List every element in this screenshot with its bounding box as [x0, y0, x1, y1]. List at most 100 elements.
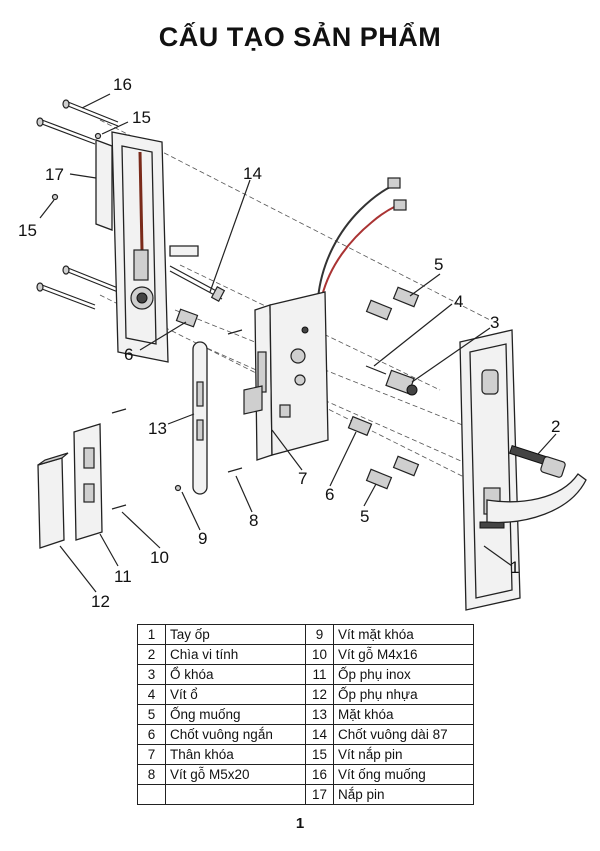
part-number: 4	[137, 684, 166, 705]
screw-16-second	[36, 117, 96, 145]
callout-11: 11	[114, 567, 132, 586]
part-name: Thân khóa	[165, 744, 306, 765]
part-number: 7	[137, 744, 166, 765]
screw-16-third	[62, 265, 119, 293]
callout-8: 8	[249, 511, 258, 530]
strike-plate	[73, 423, 103, 541]
part-name: Ống muống	[165, 704, 306, 725]
callout-14: 14	[243, 164, 262, 183]
lock-screw-bottom	[227, 467, 243, 473]
part-name: Vít gỗ M5x20	[165, 764, 306, 785]
table-row: 1 Tay ốp 9 Vít mặt khóa	[137, 624, 474, 645]
part-number: 15	[305, 744, 334, 765]
long-spindle	[169, 265, 226, 302]
part-name: Vít ổ	[165, 684, 306, 705]
part-number: 11	[305, 664, 334, 685]
short-spindle-left	[175, 308, 199, 328]
strike-box	[37, 452, 69, 549]
table-row: 7 Thân khóa 15 Vít nắp pin	[137, 744, 474, 765]
callout-10: 10	[150, 548, 169, 567]
part-number: 2	[137, 644, 166, 665]
part-name: Ốp phụ nhựa	[333, 684, 474, 705]
callout-15-top: 15	[132, 108, 151, 127]
key	[509, 445, 566, 478]
battery-cover-screw-left	[51, 193, 59, 201]
table-row: 6 Chốt vuông ngắn 14 Chốt vuông dài 87	[137, 724, 474, 745]
callout-2: 2	[551, 417, 560, 436]
outer-handle-escutcheon	[459, 329, 587, 611]
table-row: 8 Vít gỗ M5x20 16 Vít ống muống	[137, 764, 474, 785]
callout-5-top: 5	[434, 255, 443, 274]
table-row: 2 Chìa vi tính 10 Vít gỗ M4x16	[137, 644, 474, 665]
part-name: Ốp phụ inox	[333, 664, 474, 685]
part-name: Nắp pin	[333, 784, 474, 805]
page-number: 1	[295, 815, 305, 832]
part-number: 3	[137, 664, 166, 685]
callout-1: 1	[510, 558, 519, 577]
exploded-lock-diagram: 16 15 17 15 14 5 4 3 2 6 13 7 6 5 9 8 10…	[18, 75, 587, 611]
callout-6-right: 6	[325, 485, 334, 504]
battery-cover-screw	[94, 132, 102, 140]
spacer-top-a	[392, 286, 420, 308]
callout-13: 13	[148, 419, 167, 438]
callout-9: 9	[198, 529, 207, 548]
short-spindle-right	[347, 415, 373, 437]
wire-harness	[317, 177, 407, 299]
part-name: Ổ khóa	[165, 664, 306, 685]
inner-escutcheon	[111, 131, 199, 363]
part-number: 10	[305, 644, 334, 665]
callout-15-left: 15	[18, 221, 37, 240]
page-title: CẤU TẠO SẢN PHẨM	[158, 22, 442, 52]
callout-5-bottom: 5	[360, 507, 369, 526]
callout-17: 17	[45, 165, 64, 184]
part-number: 17	[305, 784, 334, 805]
part-name: Vít nắp pin	[333, 744, 474, 765]
part-number: 5	[137, 704, 166, 725]
part-number: 6	[137, 724, 166, 745]
spacer-top-b	[365, 299, 393, 321]
battery-cover	[95, 139, 113, 231]
part-name: Chốt vuông dài 87	[333, 724, 474, 745]
callout-7: 7	[298, 469, 307, 488]
spacer-bottom-a	[392, 455, 420, 477]
part-number: 16	[305, 764, 334, 785]
screw-16-fourth	[36, 282, 96, 310]
part-number: 9	[305, 624, 334, 645]
part-number: 1	[137, 624, 166, 645]
part-name: Vít gỗ M4x16	[333, 644, 474, 665]
table-row: 4 Vít ổ 12 Ốp phụ nhựa	[137, 684, 474, 705]
table-row: 3 Ổ khóa 11 Ốp phụ inox	[137, 664, 474, 685]
leader-lines	[39, 93, 557, 593]
empty-cell	[137, 784, 166, 805]
part-number: 14	[305, 724, 334, 745]
part-name: Chốt vuông ngắn	[165, 724, 306, 745]
part-name: Chìa vi tính	[165, 644, 306, 665]
callout-labels: 16 15 17 15 14 5 4 3 2 6 13 7 6 5 9 8 10…	[18, 75, 560, 611]
part-number: 12	[305, 684, 334, 705]
part-number: 8	[137, 764, 166, 785]
part-name: Tay ốp	[165, 624, 306, 645]
callout-6-left: 6	[124, 345, 133, 364]
cylinder	[385, 369, 418, 396]
cylinder-screw	[365, 365, 387, 375]
callout-4: 4	[454, 292, 463, 311]
part-name: Vít mặt khóa	[333, 624, 474, 645]
faceplate	[192, 341, 208, 495]
spacer-bottom-b	[365, 468, 393, 490]
strike-screw-bottom	[111, 504, 127, 510]
part-name: Mặt khóa	[333, 704, 474, 725]
table-row: 5 Ống muống 13 Mặt khóa	[137, 704, 474, 725]
lock-screw-top	[227, 329, 243, 335]
table-row: 17 Nắp pin	[137, 784, 474, 805]
callout-16: 16	[113, 75, 132, 94]
empty-cell	[165, 784, 306, 805]
faceplate-screw	[174, 484, 182, 492]
part-name: Vít ống muống	[333, 764, 474, 785]
part-number: 13	[305, 704, 334, 725]
lock-body	[243, 291, 329, 461]
callout-12: 12	[91, 592, 110, 611]
strike-screw-top	[111, 408, 127, 414]
callout-3: 3	[490, 313, 499, 332]
parts-table: 1 Tay ốp 9 Vít mặt khóa 2 Chìa vi tính 1…	[137, 624, 474, 805]
screw-16-top	[62, 99, 119, 127]
